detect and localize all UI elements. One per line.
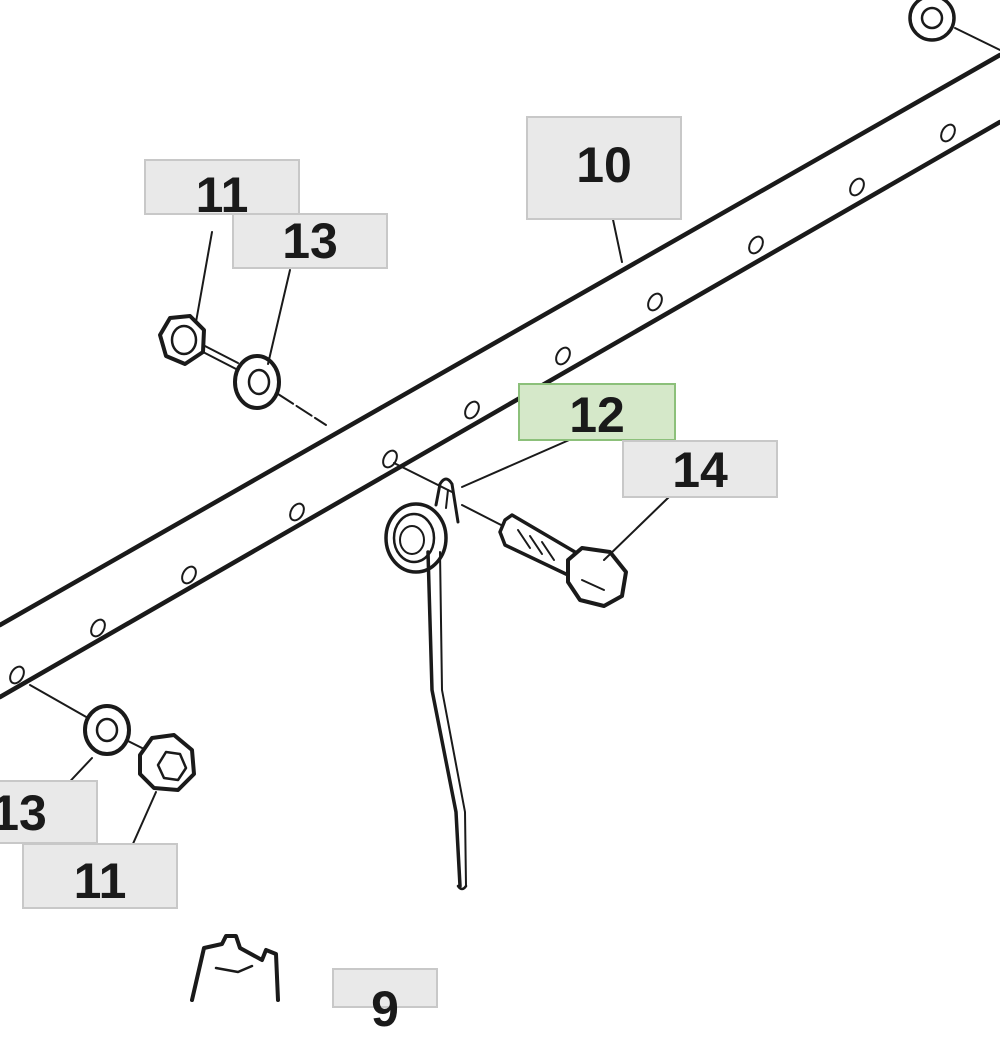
bracket-partial [190, 934, 280, 1002]
fastener-group-lower [29, 684, 196, 792]
callout-part-12-label: 12 [569, 387, 625, 443]
tine-bar [0, 52, 1000, 700]
spring-tine [384, 462, 468, 891]
callout-part-13-top-label: 13 [282, 213, 338, 269]
callout-part-13-bottom-label: 13 [0, 785, 47, 841]
callout-part-partial[interactable]: 9 [332, 968, 438, 1037]
callout-part-partial-label: 9 [371, 981, 399, 1037]
bolt [461, 504, 628, 608]
callout-part-10[interactable]: 10 [526, 116, 682, 220]
callout-part-13-top[interactable]: 13 [232, 213, 388, 269]
callout-part-12[interactable]: 12 [518, 383, 676, 443]
exploded-view-drawing [0, 0, 1000, 1002]
callout-part-11-bottom[interactable]: 11 [22, 843, 178, 909]
callout-part-14-label: 14 [672, 442, 728, 498]
nut-top-right [908, 0, 1000, 51]
callout-part-13-bottom[interactable]: 13 [0, 780, 98, 844]
callout-part-11-top[interactable]: 11 [144, 159, 300, 223]
fastener-group-upper [158, 314, 327, 426]
callout-part-11-bottom-label: 11 [73, 853, 127, 909]
callout-part-10-label: 10 [576, 137, 632, 193]
callout-part-14[interactable]: 14 [622, 440, 778, 498]
